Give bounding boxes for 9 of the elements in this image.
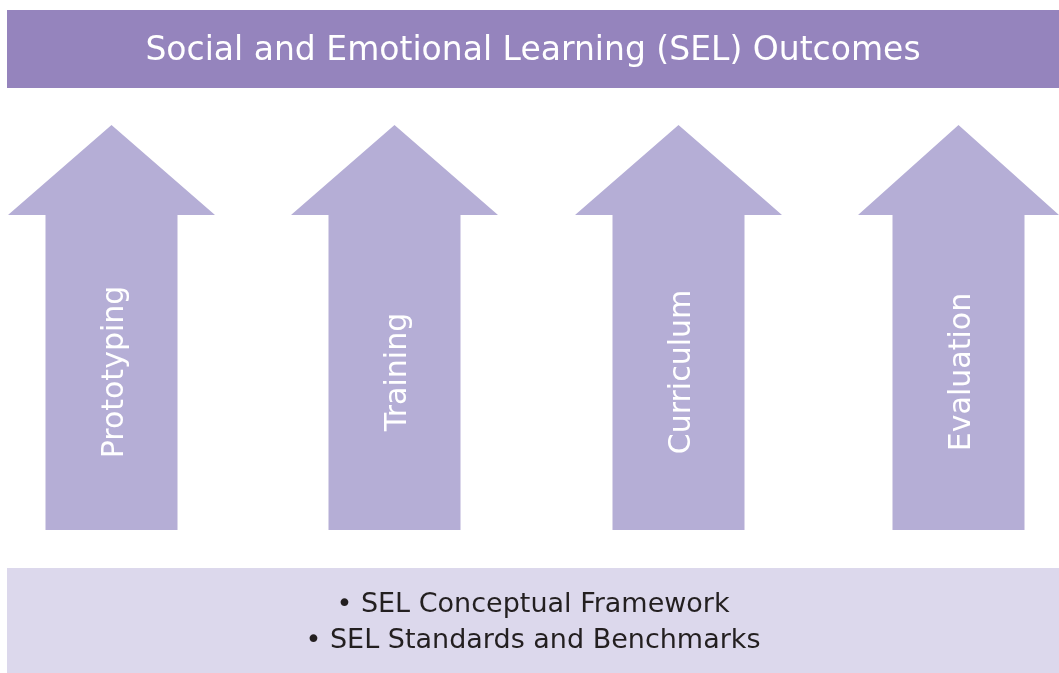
arrow-label: Curriculum xyxy=(661,289,696,455)
band-title: Social and Emotional Learning (SEL) Outcomes xyxy=(145,27,921,70)
arrow-label: Prototyping xyxy=(94,285,129,459)
bullet-item: • SEL Standards and Benchmarks xyxy=(305,621,761,656)
arrow-label: Training xyxy=(377,312,412,432)
foundation-band xyxy=(7,568,1059,673)
bullet-item: • SEL Conceptual Framework xyxy=(336,586,730,621)
arrow-label: Evaluation xyxy=(941,292,976,452)
title-band xyxy=(7,10,1059,88)
